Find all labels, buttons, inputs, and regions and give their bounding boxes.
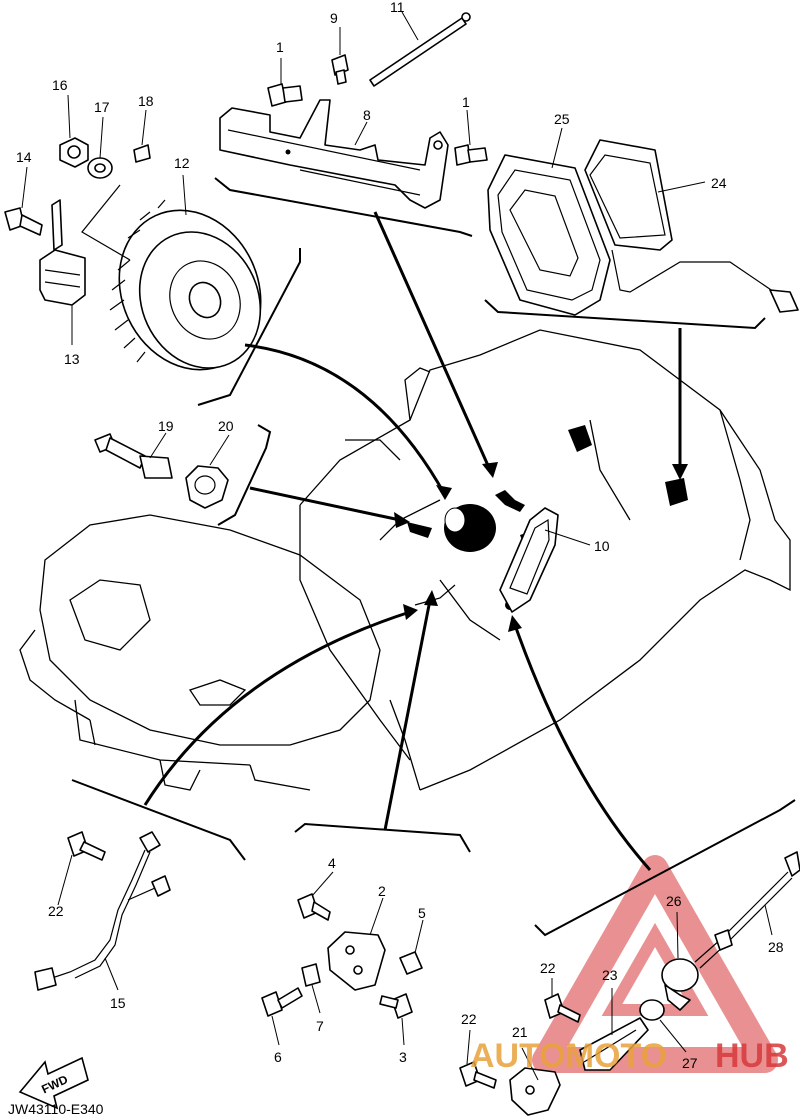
callout-24: 24: [711, 175, 727, 191]
spark-plug-assembly: [94, 424, 272, 526]
callout-17: 17: [94, 99, 110, 115]
sensor-bracket-assembly: [261, 822, 471, 1046]
callout-13: 13: [64, 351, 80, 367]
callout-14: 14: [16, 149, 32, 165]
callout-6: 6: [274, 1049, 282, 1065]
callout-labels: 1 1 2 3 4 5 6 7 8 9 10 11 12 13 14 15 16…: [16, 0, 784, 1071]
callout-23: 23: [602, 967, 618, 983]
flywheel-assembly: [4, 94, 301, 406]
callout-16: 16: [52, 77, 68, 93]
callout-26: 26: [666, 893, 682, 909]
diagram-reference-code: JW43110-E340: [8, 1101, 104, 1117]
callout-11: 11: [390, 0, 405, 15]
callout-2: 2: [378, 883, 386, 899]
callout-20: 20: [218, 418, 234, 434]
callout-1-right: 1: [462, 94, 470, 110]
callout-21: 21: [512, 1024, 528, 1040]
callout-25: 25: [554, 111, 570, 127]
callout-22-sensor-lower: 22: [461, 1011, 477, 1027]
callout-3: 3: [399, 1049, 407, 1065]
callout-8: 8: [363, 107, 371, 123]
callout-5: 5: [418, 905, 426, 921]
callout-12: 12: [174, 155, 190, 171]
watermark-brand-right: HUB: [715, 1037, 789, 1075]
pointer-arrows: [143, 211, 688, 871]
callout-19: 19: [158, 418, 174, 434]
callout-4: 4: [328, 855, 336, 871]
bracket-assembly: [214, 11, 488, 237]
callout-27: 27: [682, 1055, 698, 1071]
callout-22-harness: 22: [48, 903, 64, 919]
part-10-unit: [499, 507, 559, 613]
callout-15: 15: [110, 995, 126, 1011]
callout-22-sensor-upper: 22: [540, 960, 556, 976]
callout-9: 9: [330, 10, 338, 26]
callout-28: 28: [768, 939, 784, 955]
fwd-arrow: FWD: [18, 1056, 89, 1110]
callout-18: 18: [138, 93, 154, 109]
callout-7: 7: [316, 1018, 324, 1034]
callout-1-left: 1: [276, 39, 284, 55]
harness-assembly: [34, 779, 246, 991]
watermark-text: AUTOMOTO HUB: [470, 1037, 789, 1075]
watermark: [532, 855, 778, 1073]
vehicle-body: [19, 329, 791, 791]
ecu-assembly: [484, 127, 799, 330]
sensor-assembly: [459, 799, 800, 1116]
watermark-brand-left: AUTOMOTO: [470, 1037, 667, 1075]
callout-10: 10: [594, 538, 610, 554]
